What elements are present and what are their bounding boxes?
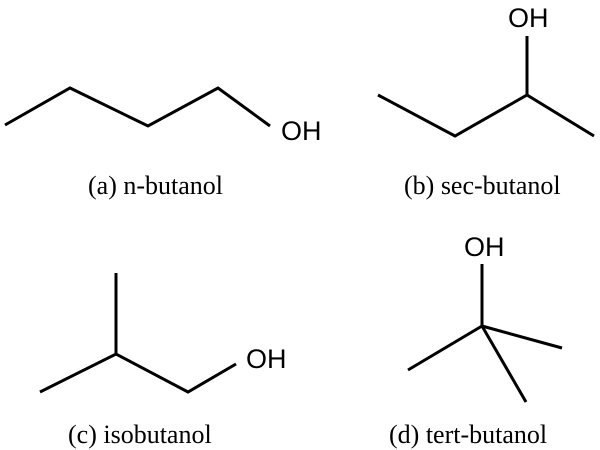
molecule-isobutanol: OH (c) isobutanol: [39, 273, 287, 449]
tert-butanol-right-methyl-bond: [481, 324, 563, 350]
n-butanol-caption: (a) n-butanol: [88, 171, 223, 200]
sec-butanol-hydroxyl-label: OH: [508, 3, 549, 33]
isobutanol-caption: (c) isobutanol: [68, 420, 212, 449]
tert-butanol-left-methyl-bond: [407, 324, 483, 372]
n-butanol-hydroxyl-label: OH: [281, 116, 322, 146]
tert-butanol-hydroxyl-label: OH: [464, 232, 505, 262]
isobutanol-hydroxyl-label: OH: [246, 344, 287, 374]
sec-butanol-skeleton: [377, 93, 595, 138]
n-butanol-skeleton: [4, 86, 271, 128]
tert-butanol-caption: (d) tert-butanol: [389, 420, 547, 449]
tert-butanol-lower-methyl-bond: [480, 325, 528, 403]
sec-butanol-caption: (b) sec-butanol: [404, 171, 561, 200]
molecule-n-butanol: OH (a) n-butanol: [4, 86, 322, 200]
molecule-sec-butanol: OH (b) sec-butanol: [377, 3, 595, 200]
isobutanol-skeleton: [39, 352, 237, 394]
molecule-tert-butanol: OH (d) tert-butanol: [389, 232, 563, 449]
